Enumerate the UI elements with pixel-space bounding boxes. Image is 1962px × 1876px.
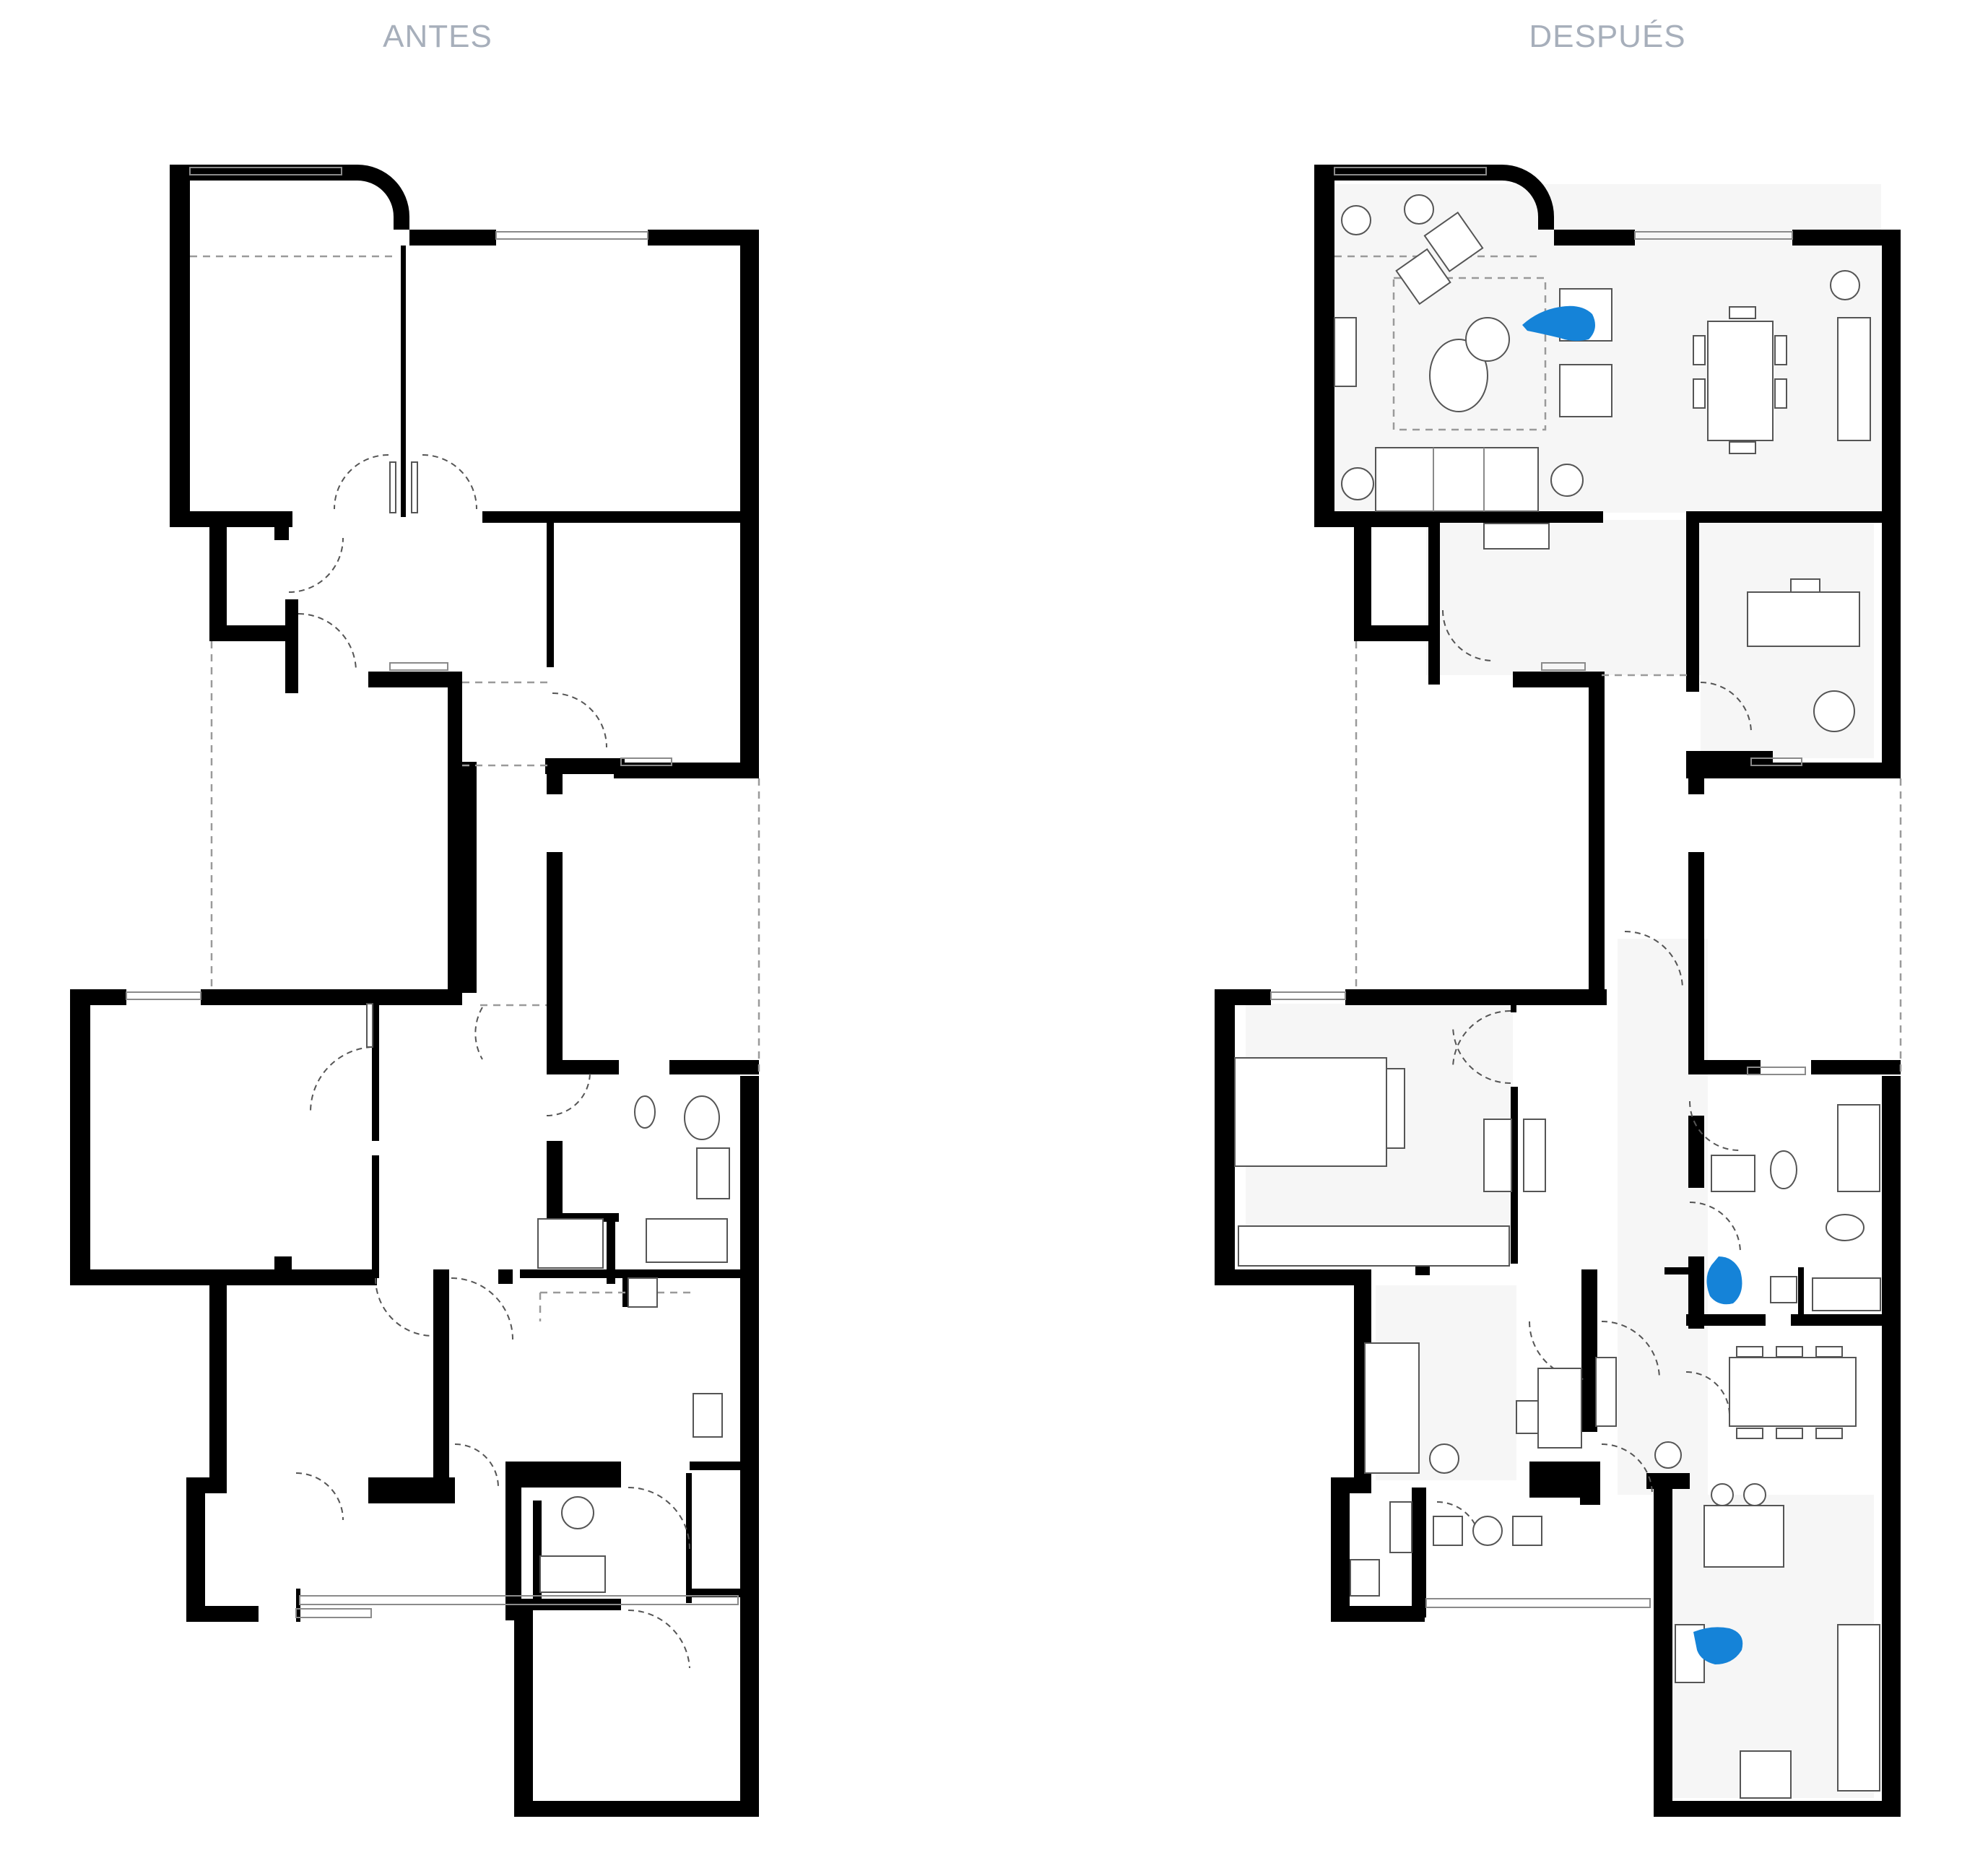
dining-table-icon: [1707, 321, 1774, 441]
after-kitchen: [1654, 1346, 1880, 1799]
person-marker-icon: [1706, 1256, 1742, 1305]
kitchen-island-icon: [1703, 1505, 1784, 1568]
sideboard-icon: [1837, 317, 1871, 441]
bathtub-icon: [646, 1218, 728, 1263]
side-table-icon: [1550, 464, 1584, 497]
desk-icon: [1747, 591, 1860, 647]
after-interior-walls: [1415, 511, 1901, 1607]
sink-icon: [1711, 1155, 1755, 1192]
before-interior-walls: [274, 246, 759, 1812]
sink-icon: [693, 1393, 723, 1438]
person-marker-icon: [1693, 1627, 1743, 1664]
before-windows: [126, 167, 739, 1618]
toilet-icon: [1770, 1150, 1797, 1189]
after-title: DESPUÉS: [1529, 19, 1686, 54]
armchair-icon: [1423, 211, 1484, 273]
after-bathroom: [1706, 1104, 1881, 1311]
sink-icon: [696, 1147, 730, 1199]
closet-icon: [1238, 1225, 1510, 1267]
after-living-room: [1334, 194, 1871, 512]
after-laundry: [1350, 1501, 1542, 1597]
plant-icon: [1830, 270, 1860, 300]
armchair-icon: [1559, 364, 1612, 417]
chair-icon: [1433, 1516, 1463, 1546]
sofa-icon: [1375, 447, 1539, 512]
plant-icon: [1341, 205, 1371, 235]
before-title: ANTES: [383, 19, 492, 54]
toilet-icon: [684, 1095, 720, 1140]
chair-icon: [1512, 1516, 1542, 1546]
armchair-icon: [1395, 248, 1451, 305]
after-door-swings: [1436, 609, 1752, 1546]
after-dashed-lines: [1334, 255, 1902, 1076]
toilet-icon: [1826, 1214, 1865, 1241]
counter-icon: [1837, 1624, 1880, 1792]
bed-icon: [1234, 1057, 1387, 1167]
sink-icon: [1350, 1559, 1380, 1597]
before-outer-walls: [70, 165, 759, 1817]
cooktop-icon: [1740, 1750, 1792, 1799]
round-table-icon: [1472, 1516, 1503, 1546]
tv-unit-icon: [1334, 317, 1357, 387]
side-table-icon: [1341, 467, 1374, 500]
person-marker-icon: [1522, 305, 1595, 342]
plant-icon: [1654, 1441, 1682, 1469]
after-office: [1483, 523, 1860, 732]
dining-table-icon: [1729, 1357, 1857, 1427]
before-fixtures: [366, 461, 730, 1593]
before-floor-plan: [70, 165, 760, 1817]
after-windows: [1270, 167, 1806, 1608]
bathtub-icon: [1837, 1104, 1880, 1192]
before-dashed-lines: [190, 255, 760, 1321]
after-floor-plan: [1215, 165, 1902, 1817]
laundry-sink-icon: [539, 1555, 606, 1593]
desk-icon: [1537, 1368, 1582, 1449]
toilet-icon: [561, 1496, 594, 1529]
chair-icon: [1813, 690, 1855, 732]
shower-icon: [1770, 1276, 1797, 1303]
after-bedroom: [1234, 1057, 1546, 1267]
coffee-table-icon: [1429, 339, 1488, 412]
before-door-swings: [288, 454, 690, 1669]
wardrobe-icon: [1483, 1119, 1512, 1192]
bed-icon: [1364, 1342, 1420, 1474]
toilet-icon: [634, 1095, 656, 1129]
after-study: [1364, 1342, 1617, 1474]
